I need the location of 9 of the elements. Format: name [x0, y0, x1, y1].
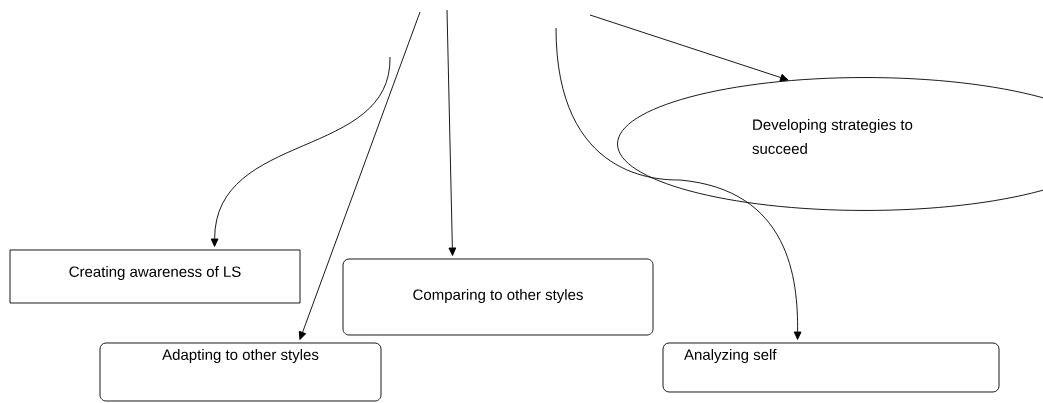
arrow	[210, 56, 391, 247]
rounded-box: Adapting to other styles	[99, 342, 382, 402]
arrow	[298, 11, 421, 340]
rounded-box: Analyzing self	[662, 342, 1000, 393]
arrow	[555, 27, 802, 340]
process-box: Creating awareness of LS	[9, 249, 301, 304]
rounded-box: Comparing to other styles	[342, 258, 654, 336]
arrow	[589, 14, 789, 82]
arrow	[446, 9, 457, 256]
